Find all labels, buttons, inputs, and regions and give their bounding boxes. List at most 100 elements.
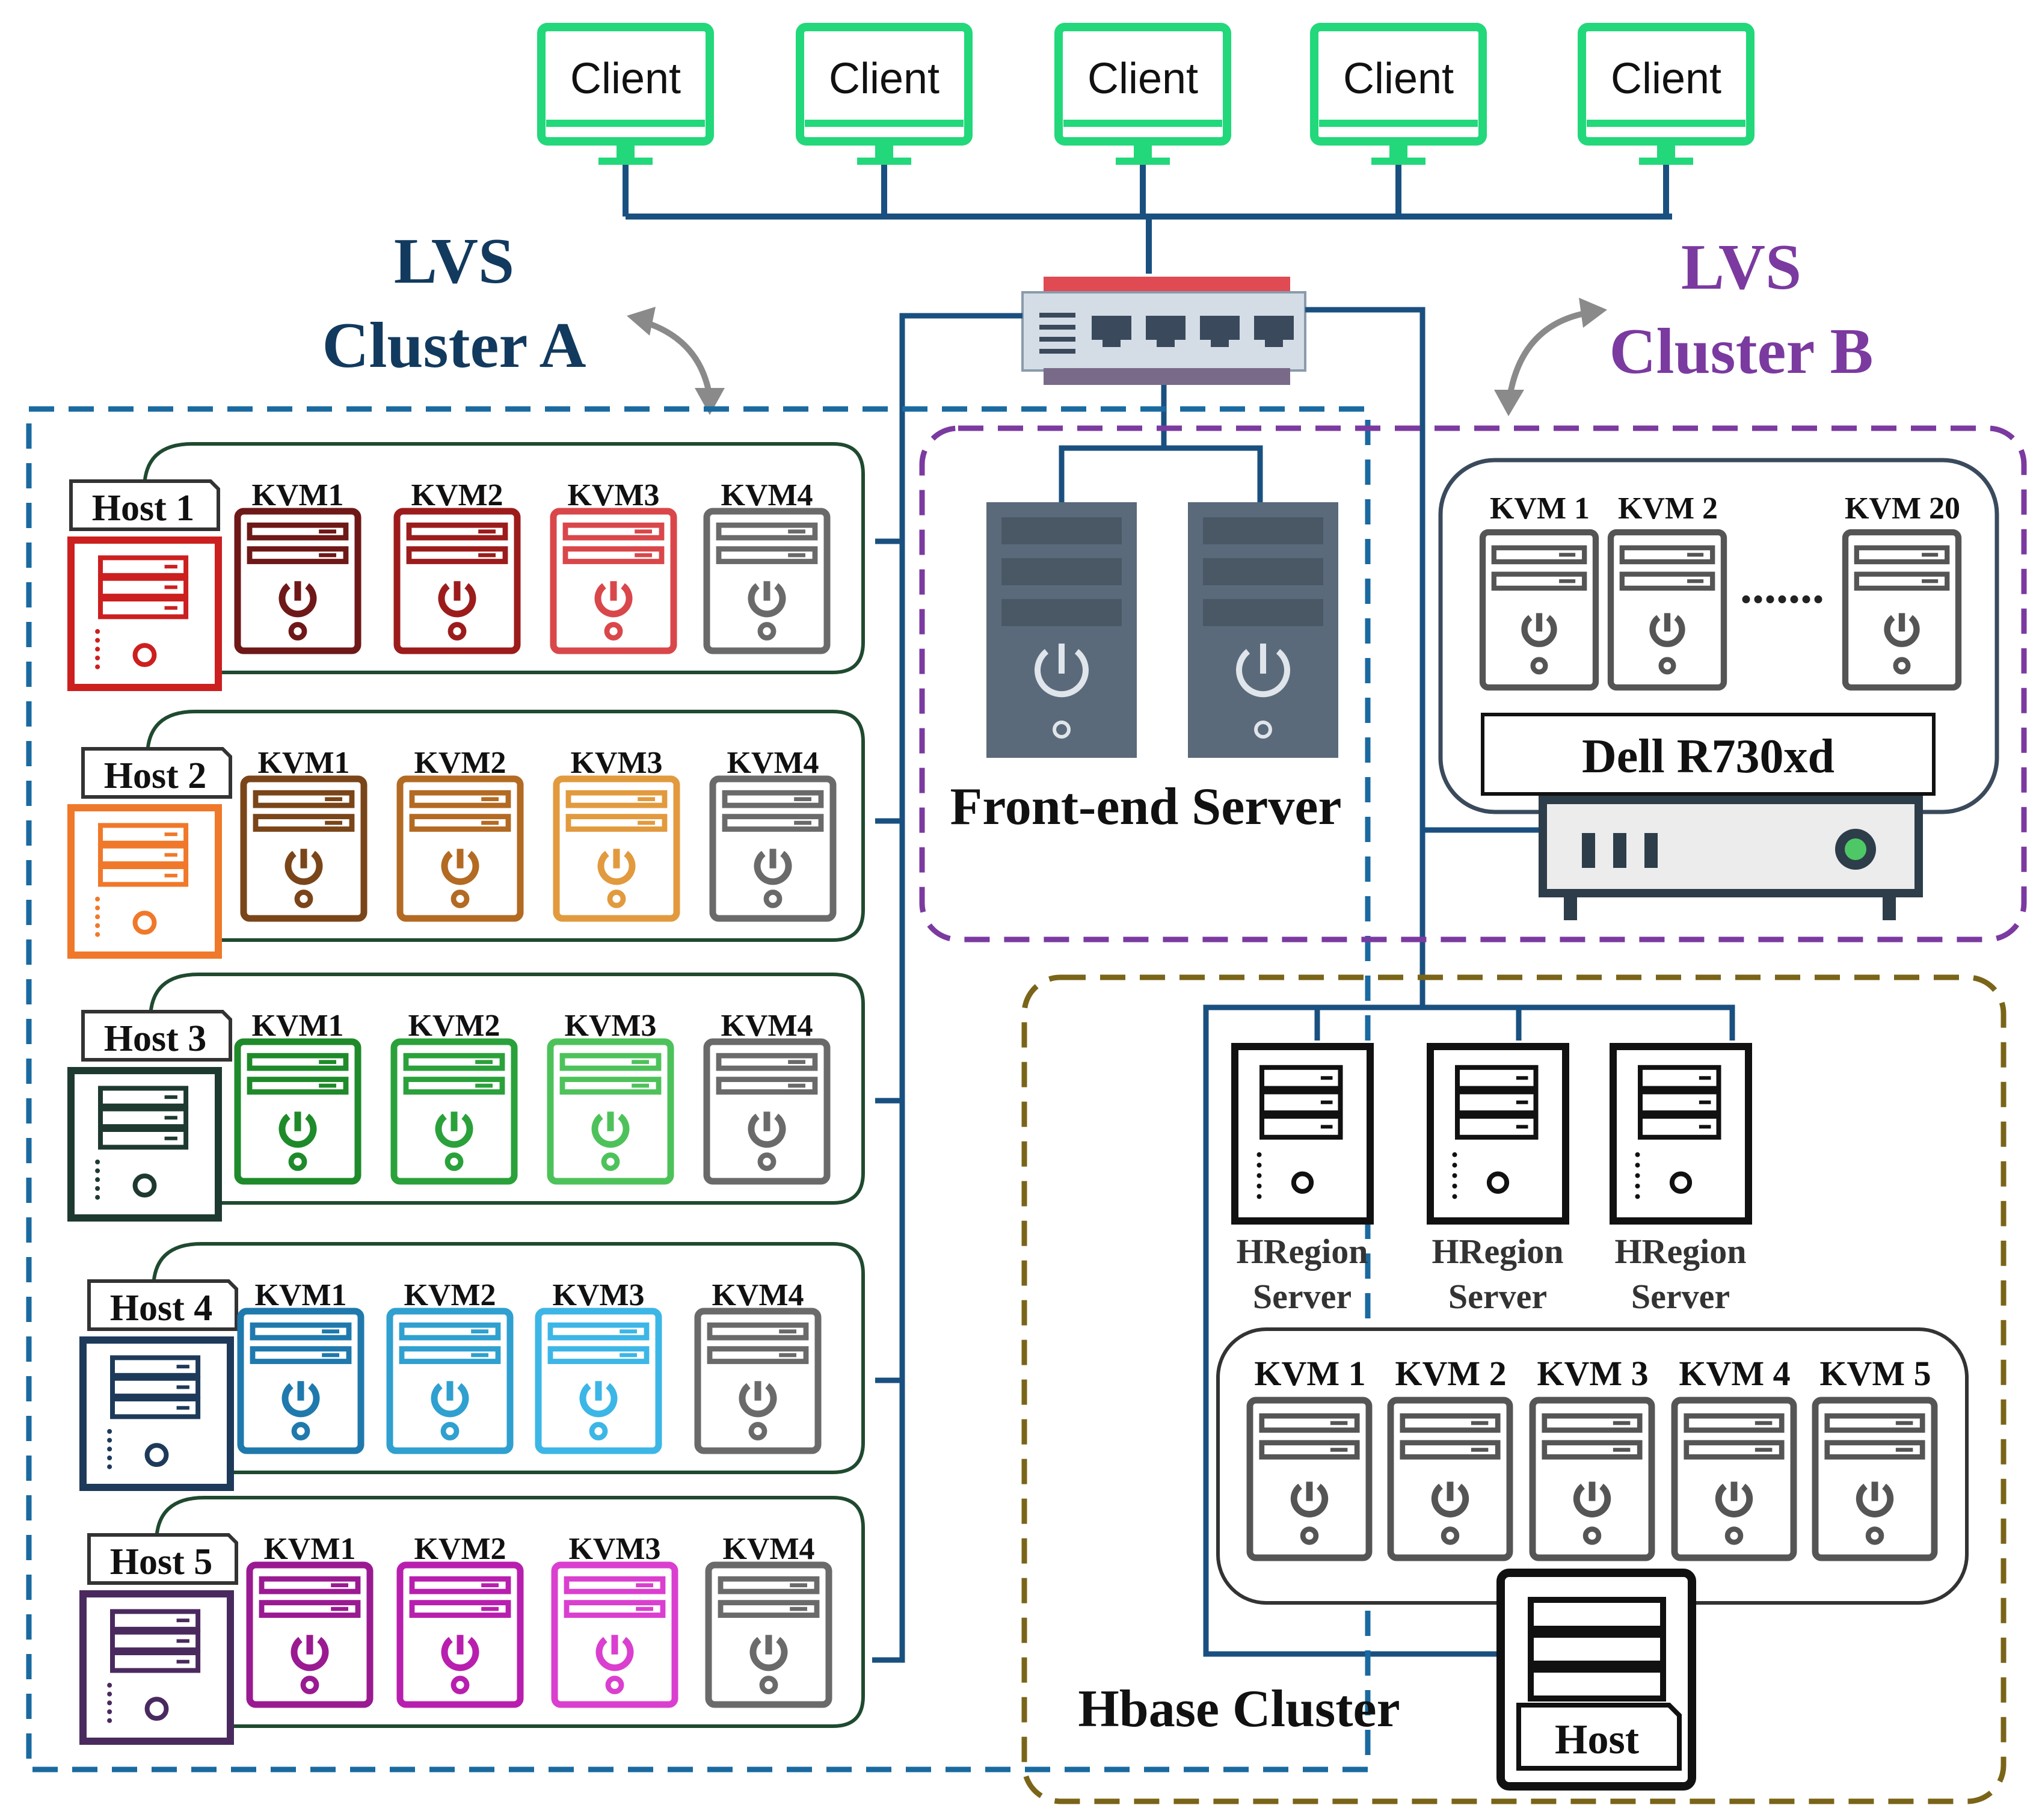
client-monitor-icon: Client [537,23,714,217]
kvm-label: KVM3 [570,746,662,780]
kvm-icon [234,1038,361,1185]
host-server-icon [67,536,222,691]
host-label: Host 5 [110,1542,213,1582]
kvm-icon [703,508,831,654]
client-row: Client Client Client Client Client [537,23,1755,217]
kvm-label: KVM4 [727,746,819,780]
kvm-icon [705,1561,832,1708]
host-server-icon [67,1067,222,1222]
hbase-kvm-label: KVM 1 [1254,1354,1365,1393]
host-label: Host 4 [110,1288,213,1329]
kvm-label: KVM2 [414,1532,506,1566]
hbase-cluster-label: Hbase Cluster [1078,1680,1400,1738]
client-monitor-icon: Client [1578,23,1755,217]
hregion-label: Server [1448,1277,1547,1316]
kvm-icon [703,1038,831,1185]
hbase-host-server-icon [1496,1569,1696,1791]
client-label: Client [1087,55,1198,103]
dell-model-box [1481,713,1936,796]
cluster-a-arrow-icon [642,319,713,398]
host-label: Host 1 [92,488,195,529]
dell-model-label: Dell R730xd [1582,730,1834,783]
network-switch-icon [1021,277,1306,385]
cluster-a-title-line2: Cluster A [322,310,586,381]
kvm-label: KVM3 [564,1009,656,1043]
kvm-label: KVM1 [251,478,343,512]
hbase-kvm-label: KVM 4 [1679,1354,1790,1393]
kvm-label: KVM1 [254,1278,346,1312]
kvm-icon [237,1308,364,1454]
kvm-icon [396,1561,524,1708]
host-row: Host 2 KVM1 KVM2 KVM3 KVM4 [67,710,865,959]
kvm-icon [535,1308,662,1454]
dell-kvm-label: KVM 2 [1618,491,1718,526]
hregion-label: HRegion [1432,1232,1563,1271]
dell-kvm-label: KVM 1 [1490,491,1590,526]
host-server-icon [79,1590,234,1745]
kvm-label: KVM4 [721,478,813,512]
host-label: Host 2 [104,755,207,796]
kvm-icon [694,1308,822,1454]
network-links [872,307,1735,1663]
kvm-icon [553,775,680,922]
kvm-label: KVM2 [411,478,503,512]
cluster-b-title-line2: Cluster B [1609,316,1873,387]
hbase-kvm-list: KVM 1 KVM 2 KVM 3 KVM 4 KVM 5 [1246,1354,1938,1561]
hbase-kvm-icon [1246,1397,1373,1561]
host-label: Host 3 [104,1018,207,1059]
kvm-icon [709,775,837,922]
cluster-b-title-line1: LVS [1681,232,1801,303]
hbase-cluster-boundary [1021,974,2007,1804]
kvm-icon [240,775,368,922]
client-monitor-icon: Client [796,23,973,217]
host-row: Host 5 KVM1 KVM2 KVM3 KVM4 [79,1496,865,1745]
kvm-icon [386,1308,514,1454]
hregion-label: HRegion [1236,1232,1368,1271]
kvm-icon [246,1561,374,1708]
dell-kvm-icon [1842,529,1962,691]
dell-kvm-label: KVM 20 [1845,491,1960,526]
client-label: Client [829,55,940,103]
front-end-server-icon [986,502,1137,758]
dell-server-icon [1539,796,1923,920]
kvm-icon [550,508,677,654]
client-monitor-icon: Client [1054,23,1231,217]
kvm-label: KVM1 [263,1532,355,1566]
hregion-server-icon [1427,1043,1569,1225]
hregion-server-icon [1231,1043,1374,1225]
kvm-label: KVM2 [404,1278,496,1312]
host-server-icon [79,1336,234,1491]
client-label: Client [1343,55,1454,103]
kvm-label: KVM4 [722,1532,814,1566]
hbase-kvm-label: KVM 2 [1395,1354,1506,1393]
kvm-label: KVM3 [568,1532,660,1566]
hbase-kvm-icon [1812,1397,1938,1561]
hregion-label: HRegion [1614,1232,1746,1271]
front-end-label: Front-end Server [950,778,1342,836]
front-end-server-icon [1188,502,1338,758]
hbase-kvm-label: KVM 5 [1819,1354,1931,1393]
kvm-label: KVM1 [257,746,349,780]
cluster-a-title-line1: LVS [394,226,514,297]
hregion-label: Server [1253,1277,1352,1316]
dell-kvm-icon [1479,529,1599,691]
hbase-kvm-label: KVM 3 [1537,1354,1648,1393]
front-end-servers [986,502,1338,758]
kvm-icon [547,1038,674,1185]
kvm-label: KVM2 [408,1009,500,1043]
hbase-host-label: Host [1555,1717,1639,1763]
kvm-label: KVM1 [251,1009,343,1043]
kvm-icon [393,508,521,654]
kvm-label: KVM3 [552,1278,644,1312]
client-label: Client [1611,55,1721,103]
kvm-icon [390,1038,518,1185]
kvm-label: KVM2 [414,746,506,780]
kvm-label: KVM3 [567,478,659,512]
client-label: Client [570,55,681,103]
dell-kvm-list: KVM 1 KVM 2 KVM 20 [1479,491,1962,691]
hregion-server-icon [1610,1043,1752,1225]
